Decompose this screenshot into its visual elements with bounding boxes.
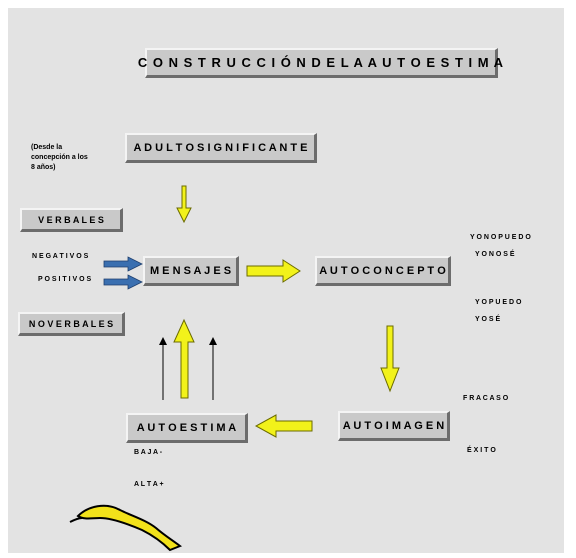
label-yo-se: Y O S É: [475, 316, 501, 323]
diagram-title: C O N S T R U C C I Ó N D E L A A U T O …: [137, 55, 505, 70]
node-autoestima-label: A U T O E S T I M A: [136, 421, 237, 434]
node-autoimagen: A U T O I M A G E N: [338, 411, 450, 441]
arrow-mensajes-to-autoconcepto: [246, 259, 301, 283]
node-adulto-label: A D U L T O S I G N I F I C A N T E: [133, 141, 308, 154]
arrow-autoestima-to-mensajes: [173, 318, 195, 399]
label-alta: A L T A +: [134, 481, 164, 488]
node-autoimagen-label: A U T O I M A G E N: [342, 419, 445, 432]
arrow-autoimagen-to-autoestima: [254, 414, 313, 438]
label-baja: B A J A -: [134, 449, 163, 456]
label-yo-no-se: Y O N O S É: [475, 251, 515, 258]
label-fracaso: F R A C A S O: [463, 395, 509, 402]
arrow-adulto-to-mensajes: [176, 185, 192, 224]
label-exito: É X I T O: [467, 447, 496, 454]
node-no-verbales-label: N O V E R B A L E S: [28, 318, 114, 329]
desde-note-line1: (Desde la: [31, 144, 63, 151]
node-adulto-significante: A D U L T O S I G N I F I C A N T E: [125, 133, 317, 163]
label-positivos: P O S I T I V O S: [38, 276, 92, 283]
diagram-canvas: C O N S T R U C C I Ó N D E L A A U T O …: [8, 8, 564, 553]
arrow-negativos-to-mensajes: [103, 256, 143, 272]
node-mensajes-label: M E N S A J E S: [149, 264, 232, 277]
label-negativos: N E G A T I V O S: [32, 253, 89, 260]
arrow-autoconcepto-to-autoimagen: [380, 325, 400, 393]
node-autoconcepto-label: A U T O C O N C E P T O: [319, 264, 446, 277]
node-autoconcepto: A U T O C O N C E P T O: [315, 256, 451, 286]
cuba-map-icon: [69, 504, 183, 552]
node-mensajes: M E N S A J E S: [143, 256, 239, 286]
desde-note-line2: concepción a los: [31, 154, 88, 161]
node-verbales-label: V E R B A L E S: [38, 214, 104, 225]
node-no-verbales: N O V E R B A L E S: [18, 312, 125, 336]
label-yo-puedo: Y O P U E D O: [475, 299, 522, 306]
label-yo-no-puedo: Y O N O P U E D O: [470, 234, 531, 241]
title-box: C O N S T R U C C I Ó N D E L A A U T O …: [138, 48, 503, 78]
node-verbales: V E R B A L E S: [20, 208, 123, 232]
desde-note-line3: 8 años): [31, 164, 56, 171]
connector-layer: [69, 185, 400, 552]
arrow-positivos-to-mensajes: [103, 274, 143, 290]
node-autoestima: A U T O E S T I M A: [126, 413, 248, 443]
